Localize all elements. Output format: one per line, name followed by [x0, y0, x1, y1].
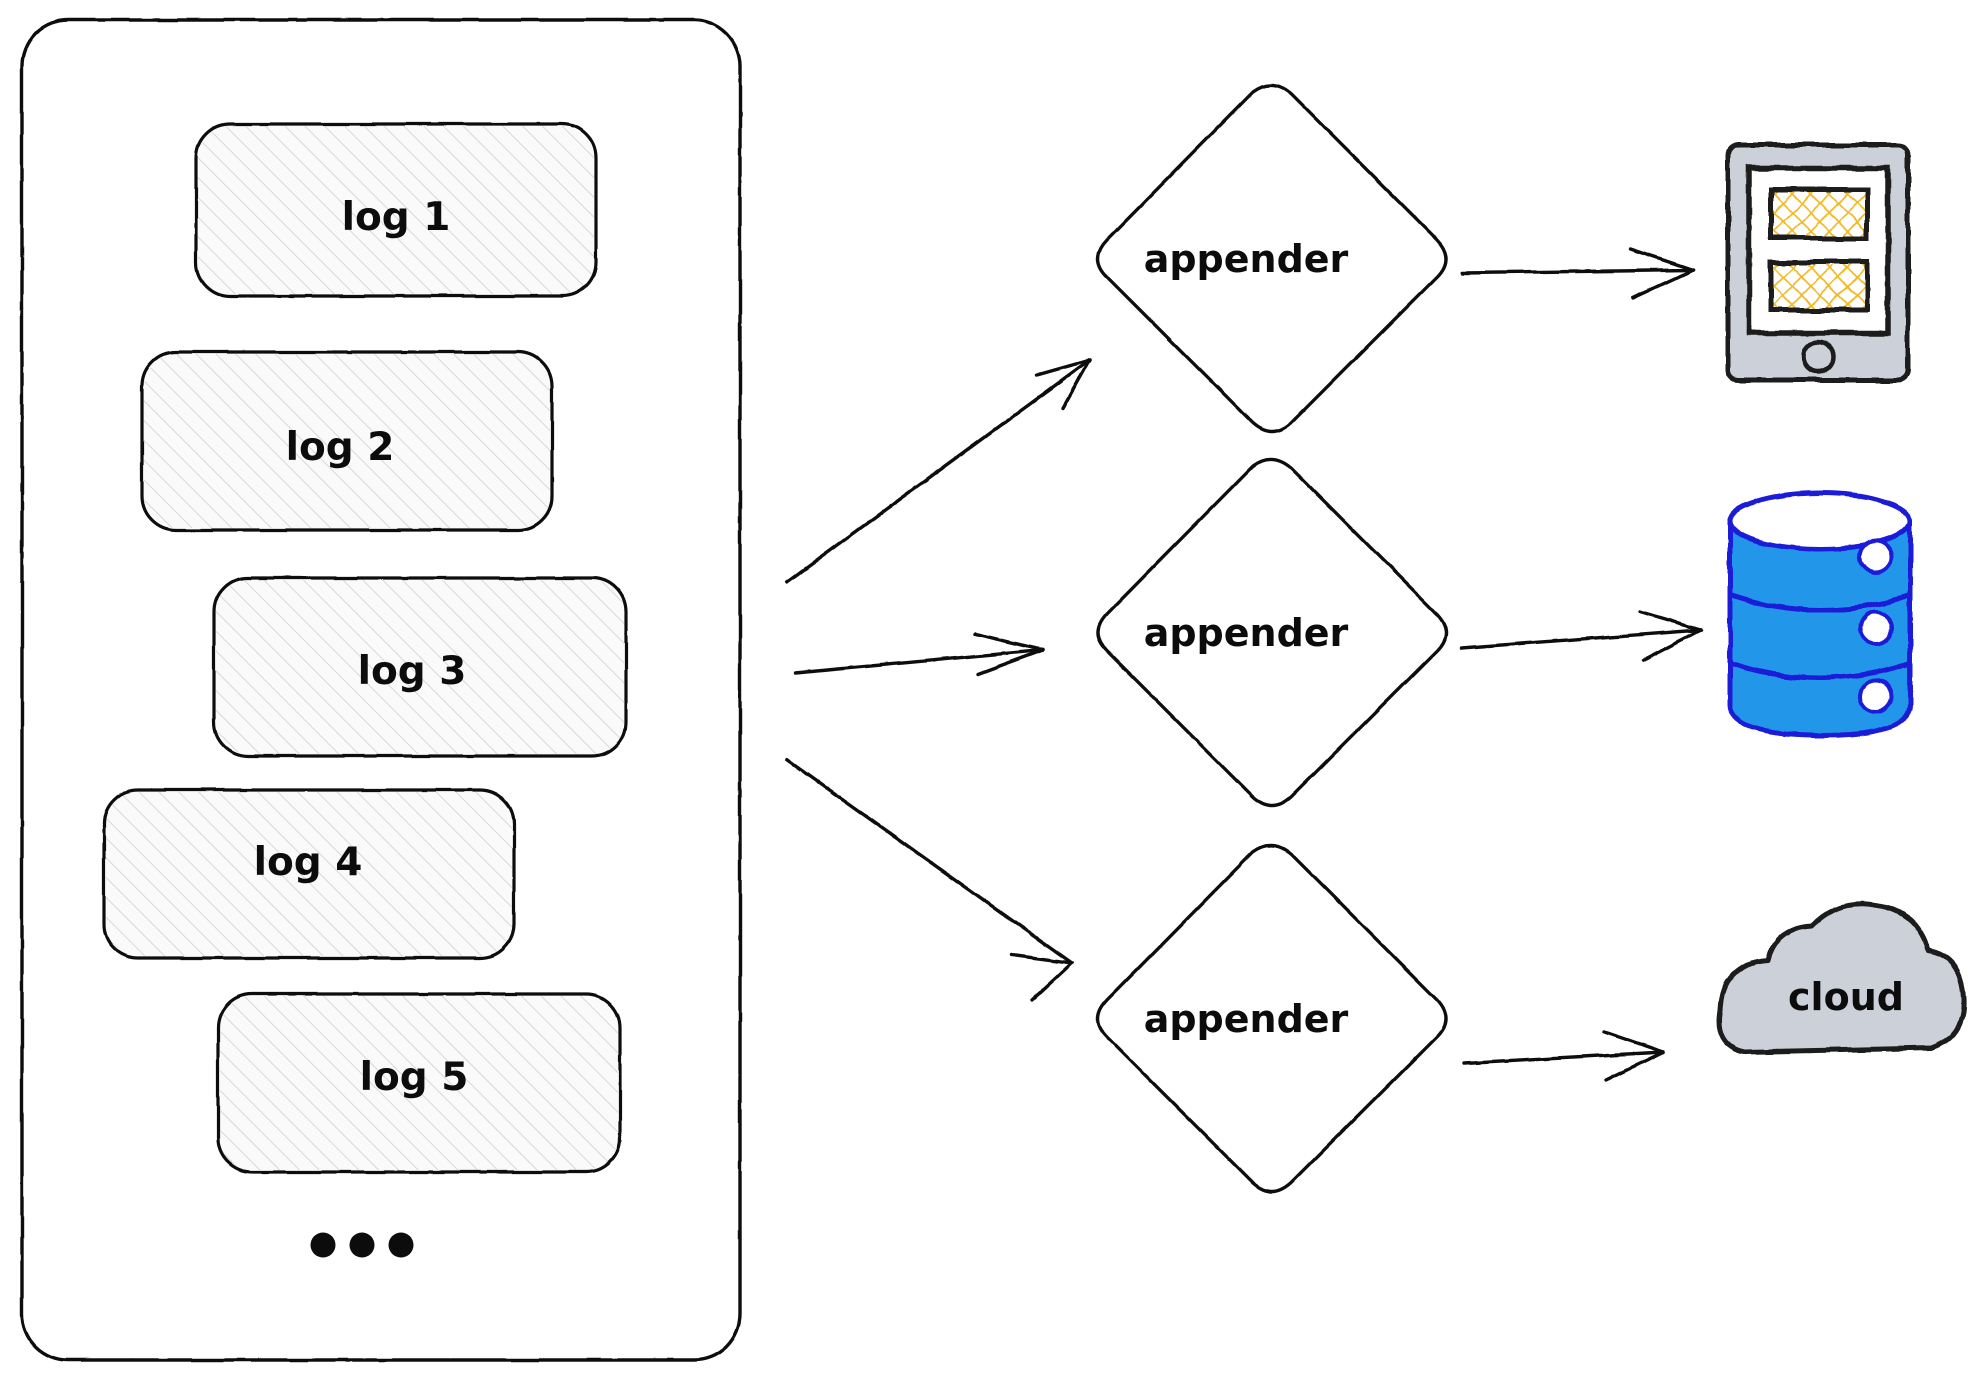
log-item[interactable]: log 1: [194, 122, 598, 298]
database-cylinder-icon: [1727, 490, 1913, 738]
fanout-arrow-to-appender-1: [785, 358, 1092, 584]
log-box-hatch: [220, 996, 618, 1170]
appender-diamond: [1096, 843, 1448, 1194]
database-body: [1727, 518, 1913, 738]
log-item[interactable]: log 5: [216, 992, 622, 1174]
database-port-2: [1858, 610, 1894, 646]
appender-label: appender: [1144, 237, 1349, 281]
fanout-arrow-to-appender-3: [785, 758, 1074, 1002]
arrow-appender-to-phone: [1460, 247, 1695, 300]
ellipsis-dot: [388, 1232, 414, 1258]
arrow-appender-to-cloud: [1462, 1030, 1665, 1082]
appender-node-3[interactable]: appender: [1096, 843, 1448, 1194]
log-box-hatch: [198, 126, 594, 294]
database-band-2: [1729, 660, 1911, 681]
ellipsis-dot: [349, 1232, 375, 1258]
mobile-phone-icon: [1725, 142, 1911, 383]
cloud-label: cloud: [1788, 975, 1904, 1019]
ellipsis-dot: [310, 1232, 336, 1258]
log-label: log 1: [342, 195, 451, 240]
log-label: log 4: [254, 840, 363, 885]
phone-content-row-2: [1768, 259, 1870, 313]
appender-diamond: [1096, 457, 1448, 808]
database-band-1: [1729, 592, 1911, 613]
cloud-shape: [1716, 901, 1967, 1055]
appender-diamond: [1096, 83, 1448, 434]
log-label: log 5: [360, 1055, 469, 1100]
cloud-icon: cloud: [1716, 901, 1967, 1055]
log-box-hatch: [216, 580, 624, 754]
log-queue-ellipsis: [310, 1232, 414, 1258]
arrow-appender-to-database: [1460, 610, 1703, 662]
appender-node-2[interactable]: appender: [1096, 457, 1448, 808]
appender-label: appender: [1144, 997, 1349, 1041]
log-label: log 3: [358, 649, 467, 694]
database-port-1: [1858, 539, 1894, 575]
log-item[interactable]: log 4: [102, 788, 516, 960]
appender-node-1[interactable]: appender: [1096, 83, 1448, 434]
phone-home-button: [1800, 339, 1836, 375]
database-top: [1727, 490, 1913, 552]
database-port-3: [1858, 678, 1894, 714]
log-item[interactable]: log 2: [140, 350, 554, 532]
log-label: log 2: [286, 425, 395, 470]
log-box-hatch: [144, 354, 550, 528]
log-box-hatch: [106, 792, 512, 956]
fanout-arrow-to-appender-2: [793, 632, 1045, 676]
phone-content-row-1: [1768, 187, 1870, 241]
appender-label: appender: [1144, 611, 1349, 655]
log-item[interactable]: log 3: [212, 576, 628, 758]
